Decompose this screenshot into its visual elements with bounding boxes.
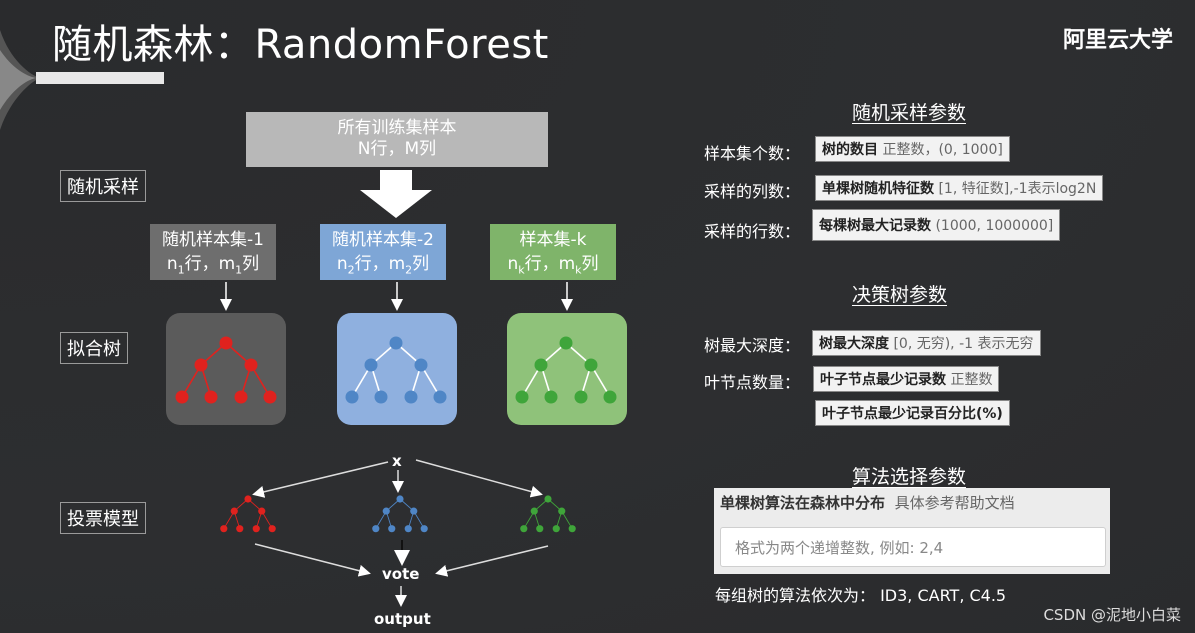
param-label: 采样的行数： bbox=[703, 222, 800, 241]
tree-icon-2 bbox=[345, 336, 447, 404]
tree-box-1 bbox=[166, 313, 286, 425]
tree-node bbox=[420, 525, 428, 533]
tree-node bbox=[389, 336, 403, 350]
sample-set-size: n1行，m1列 bbox=[166, 254, 260, 277]
tree-icon-1 bbox=[175, 336, 277, 404]
tree-node bbox=[584, 358, 598, 372]
section-title-algorithm: 算法选择参数 bbox=[852, 466, 967, 488]
tree-node bbox=[372, 525, 380, 533]
param-box-min-leaf-records: 叶子节点最少记录数 正整数 bbox=[813, 366, 1000, 392]
training-set-size: N行，M列 bbox=[357, 139, 437, 159]
tree-node bbox=[410, 507, 418, 515]
sample-set-size: nk行，mk列 bbox=[507, 254, 599, 277]
tree-box-2 bbox=[337, 313, 457, 425]
tree-node bbox=[258, 507, 266, 515]
tree-node bbox=[534, 358, 548, 372]
sample-set-title: 样本集-k bbox=[519, 230, 587, 250]
tree-node bbox=[433, 390, 447, 404]
param-label: 树最大深度： bbox=[703, 336, 800, 355]
sample-set-size: n2行，m2列 bbox=[336, 254, 430, 277]
vote-tree-icon-k bbox=[520, 495, 576, 533]
tree-node bbox=[234, 390, 248, 404]
tree-node bbox=[219, 336, 233, 350]
brand-logo-text: 阿里云大学 bbox=[1062, 28, 1173, 53]
label-random-sampling: 随机采样 bbox=[60, 170, 146, 202]
tree-node bbox=[568, 525, 576, 533]
sample-set-k: 样本集-k nk行，mk列 bbox=[490, 224, 616, 280]
algorithm-distribution-input[interactable]: 格式为两个递增整数, 例如: 2,4 bbox=[720, 527, 1106, 567]
tree-node bbox=[414, 358, 428, 372]
title-underline-bar bbox=[36, 72, 164, 84]
tree-node bbox=[345, 390, 359, 404]
algorithm-panel-header: 单棵树算法在森林中分布 具体参考帮助文档 bbox=[720, 494, 1015, 512]
tree-node bbox=[244, 358, 258, 372]
tree-node bbox=[236, 525, 244, 533]
tree-node bbox=[559, 336, 573, 350]
tree-node bbox=[558, 507, 566, 515]
param-box-max-depth: 树最大深度 [0, 无穷), -1 表示无穷 bbox=[812, 330, 1041, 356]
tree-node bbox=[263, 390, 277, 404]
tree-node bbox=[204, 390, 218, 404]
tree-node bbox=[374, 390, 388, 404]
tree-node bbox=[603, 390, 617, 404]
tree-node bbox=[230, 507, 238, 515]
tree-node bbox=[404, 390, 418, 404]
param-box-num-trees: 树的数目 正整数，(0, 1000] bbox=[815, 136, 1010, 162]
training-set-title: 所有训练集样本 bbox=[337, 118, 457, 138]
tree-node bbox=[252, 525, 260, 533]
tree-node bbox=[552, 525, 560, 533]
tree-node bbox=[382, 507, 390, 515]
param-box-min-leaf-percent: 叶子节点最少记录百分比(%) bbox=[815, 400, 1010, 426]
sample-set-title: 随机样本集-1 bbox=[162, 230, 264, 250]
algorithm-order-text: 每组树的算法依次为： ID3, CART, C4.5 bbox=[715, 586, 1007, 605]
page-title: 随机森林：RandomForest bbox=[52, 22, 549, 68]
vote-input-x: x bbox=[392, 452, 402, 470]
decorative-swoosh bbox=[0, 30, 40, 130]
tree-node bbox=[220, 525, 228, 533]
tree-node bbox=[194, 358, 208, 372]
sample-set-2: 随机样本集-2 n2行，m2列 bbox=[320, 224, 446, 280]
tree-node bbox=[268, 525, 276, 533]
section-title-tree: 决策树参数 bbox=[852, 284, 948, 306]
tree-node bbox=[530, 507, 538, 515]
vote-tree-icon-1 bbox=[220, 495, 276, 533]
tree-box-k bbox=[507, 313, 627, 425]
tree-node bbox=[544, 495, 552, 503]
tree-node bbox=[175, 390, 189, 404]
param-label: 样本集个数： bbox=[703, 144, 800, 163]
sample-set-title: 随机样本集-2 bbox=[332, 230, 434, 250]
sample-set-1: 随机样本集-1 n1行，m1列 bbox=[150, 224, 276, 280]
output-label: output bbox=[374, 610, 431, 628]
label-voting-model: 投票模型 bbox=[60, 502, 146, 534]
param-label: 叶节点数量： bbox=[703, 373, 800, 392]
vote-label: vote bbox=[382, 565, 420, 583]
section-title-sampling: 随机采样参数 bbox=[852, 102, 967, 124]
tree-icon-k bbox=[515, 336, 617, 404]
watermark: CSDN @泥地小白菜 bbox=[1043, 606, 1181, 624]
tree-node bbox=[244, 495, 252, 503]
tree-node bbox=[520, 525, 528, 533]
tree-node bbox=[536, 525, 544, 533]
label-fit-trees: 拟合树 bbox=[60, 332, 128, 364]
tree-node bbox=[396, 495, 404, 503]
param-box-feature-count: 单棵树随机特征数 [1, 特征数],-1表示log2N bbox=[815, 175, 1104, 201]
tree-node bbox=[388, 525, 396, 533]
vote-tree-icon-2 bbox=[372, 495, 428, 533]
param-box-max-records: 每棵树最大记录数 (1000, 1000000] bbox=[812, 209, 1061, 241]
tree-node bbox=[404, 525, 412, 533]
tree-node bbox=[544, 390, 558, 404]
down-arrow-big bbox=[360, 170, 432, 218]
tree-node bbox=[364, 358, 378, 372]
tree-node bbox=[515, 390, 529, 404]
param-label: 采样的列数： bbox=[703, 182, 800, 201]
training-set-box: 所有训练集样本 N行，M列 bbox=[246, 112, 548, 167]
tree-node bbox=[574, 390, 588, 404]
